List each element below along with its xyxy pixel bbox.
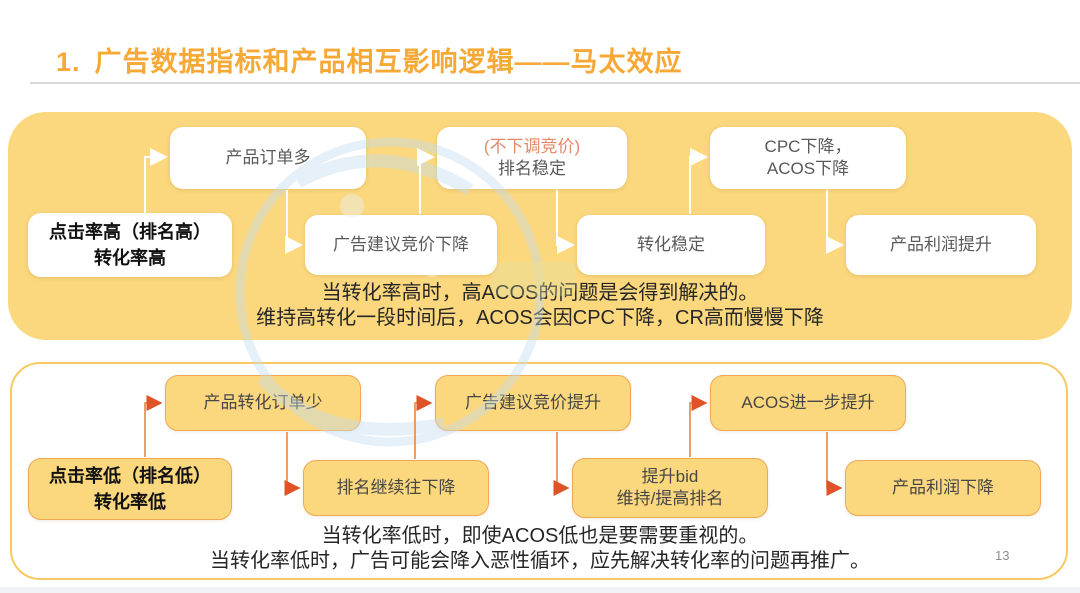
flow-box-label: 广告建议竞价下降 [333, 235, 469, 254]
flow-box-rank-keeps-falling: 排名继续往下降 [303, 460, 489, 516]
flow-box-ctr-high: 点击率高（排名高） 转化率高 [28, 213, 232, 277]
flow-box-label: 产品利润下降 [892, 478, 994, 497]
title-divider [30, 82, 1080, 84]
negative-cycle-caption: 当转化率低时，即使ACOS低也是要需要重视的。 当转化率低时，广告可能会降入恶性… [0, 524, 1080, 574]
flow-box-label: 排名稳定 [498, 159, 566, 178]
flow-box-label: 点击率高（排名高） [49, 222, 211, 242]
page-number: 13 [995, 548, 1010, 563]
flow-box-label: 转化率高 [94, 248, 166, 268]
flow-box-profit-up: 产品利润提升 [846, 215, 1036, 275]
flow-box-label: 广告建议竞价提升 [465, 393, 601, 412]
caption-line: 当转化率低时，广告可能会降入恶性循环，应先解决转化率的问题再推广。 [210, 550, 870, 572]
flow-box-label: CPC下降， [764, 137, 852, 156]
flow-box-raise-bid-keep-rank: 提升bid 维持/提高排名 [572, 458, 768, 518]
flow-box-conversion-stable: 转化稳定 [577, 215, 765, 275]
flow-box-label: ACOS下降 [766, 159, 850, 178]
flow-box-label: 排名继续往下降 [336, 478, 456, 497]
flow-box-label: 提升bid [641, 467, 699, 486]
caption-line: 维持高转化一段时间后，ACOS会因CPC下降，CR高而慢慢下降 [256, 307, 824, 329]
flow-box-label: ACOS进一步提升 [741, 393, 875, 412]
flow-box-label: 维持/提高排名 [616, 489, 724, 508]
flow-box-label: 产品订单多 [225, 148, 311, 167]
flow-box-ctr-low: 点击率低（排名低） 转化率低 [28, 458, 232, 520]
flow-box-rank-stable: (不下调竞价) 排名稳定 [437, 127, 627, 189]
flow-box-conversion-orders-few: 产品转化订单少 [165, 375, 361, 431]
flow-box-label: 产品转化订单少 [203, 393, 323, 412]
positive-cycle-caption: 当转化率高时，高ACOS的问题是会得到解决的。 维持高转化一段时间后，ACOS会… [0, 281, 1080, 331]
flow-box-cpc-acos-down: CPC下降， ACOS下降 [710, 127, 906, 189]
caption-line: 当转化率低时，即使ACOS低也是要需要重视的。 [321, 525, 759, 547]
flow-box-orders-many: 产品订单多 [170, 127, 366, 189]
flow-box-label: 产品利润提升 [890, 235, 992, 254]
flow-box-suggested-bid-down: 广告建议竞价下降 [305, 215, 497, 275]
title-text: 广告数据指标和产品相互影响逻辑——马太效应 [94, 47, 683, 77]
flow-box-suggested-bid-up: 广告建议竞价提升 [435, 375, 631, 431]
flow-box-label: 点击率低（排名低） [49, 466, 211, 486]
page-title: 1. 广告数据指标和产品相互影响逻辑——马太效应 [56, 40, 683, 79]
flow-box-profit-down: 产品利润下降 [845, 460, 1041, 516]
caption-line: 当转化率高时，高ACOS的问题是会得到解决的。 [321, 282, 759, 304]
flow-box-label-note: (不下调竞价) [483, 137, 581, 156]
bottom-edge-strip [0, 587, 1080, 593]
flow-box-label: 转化率低 [94, 492, 166, 512]
title-number: 1. [56, 47, 81, 77]
flow-box-acos-further-up: ACOS进一步提升 [710, 375, 906, 431]
flow-box-label: 转化稳定 [637, 235, 705, 254]
